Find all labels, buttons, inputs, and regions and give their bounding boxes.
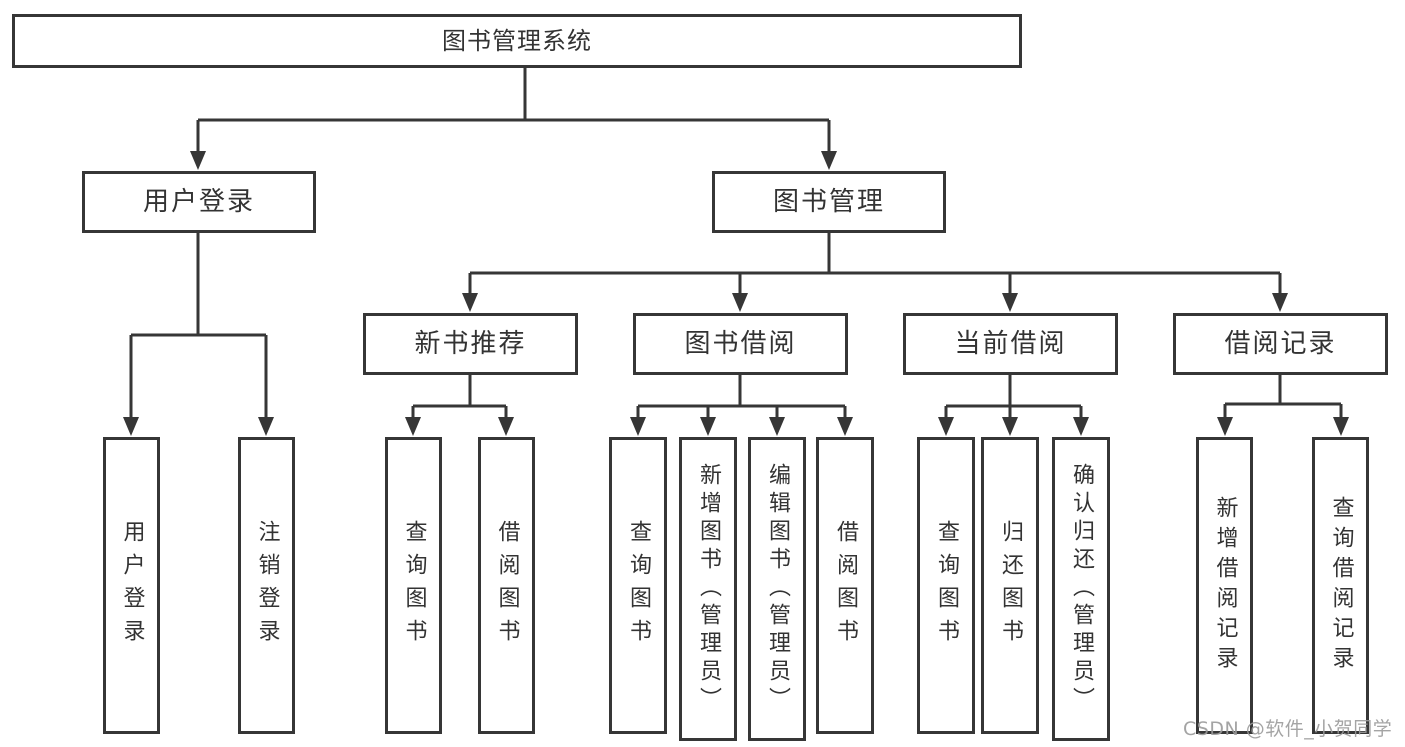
leaf-current-confirm-return-admin: 确认归还（管理员） bbox=[1052, 437, 1110, 741]
node-user-login: 用户登录 bbox=[82, 171, 316, 233]
leaf-borrowing-query-books: 查询图书 bbox=[609, 437, 667, 734]
arrowheads bbox=[123, 151, 1349, 436]
node-book-management: 图书管理 bbox=[712, 171, 946, 233]
leaf-borrowing-add-books-admin: 新增图书（管理员） bbox=[679, 437, 737, 741]
leaf-current-query-books: 查询图书 bbox=[917, 437, 975, 734]
node-new-book-recommend: 新书推荐 bbox=[363, 313, 578, 375]
leaf-recommend-borrow-books: 借阅图书 bbox=[478, 437, 535, 734]
node-library-system: 图书管理系统 bbox=[12, 14, 1022, 68]
leaf-current-return-books: 归还图书 bbox=[981, 437, 1039, 734]
leaf-logout: 注销登录 bbox=[238, 437, 295, 734]
node-book-borrowing: 图书借阅 bbox=[633, 313, 848, 375]
leaf-records-add-record: 新增借阅记录 bbox=[1196, 437, 1253, 734]
leaf-borrowing-edit-books-admin: 编辑图书（管理员） bbox=[748, 437, 806, 741]
leaf-recommend-query-books: 查询图书 bbox=[385, 437, 442, 734]
csdn-watermark: CSDN @软件_小贺同学 bbox=[1183, 718, 1393, 740]
leaf-user-login: 用户登录 bbox=[103, 437, 160, 734]
leaf-records-query-record: 查询借阅记录 bbox=[1312, 437, 1369, 734]
node-current-borrowing: 当前借阅 bbox=[903, 313, 1118, 375]
leaf-borrowing-borrow-books: 借阅图书 bbox=[816, 437, 874, 734]
node-borrowing-records: 借阅记录 bbox=[1173, 313, 1388, 375]
